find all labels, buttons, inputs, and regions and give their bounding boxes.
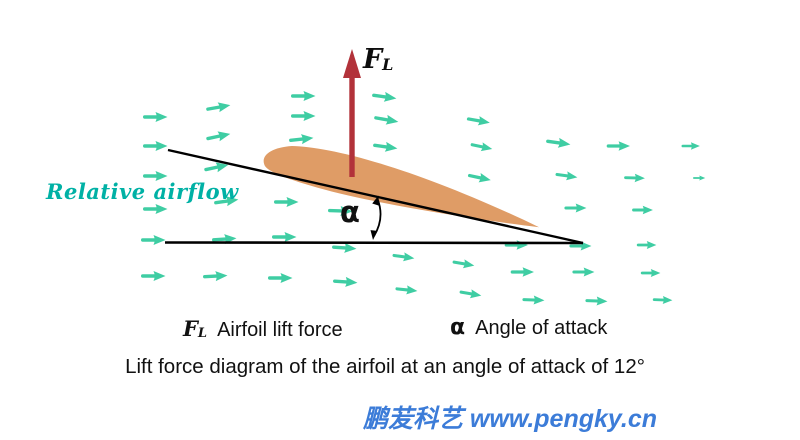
airflow-arrow-icon <box>632 205 653 215</box>
airflow-arrow-icon <box>545 136 572 150</box>
airflow-arrow-icon <box>371 90 398 104</box>
airflow-arrow-icon <box>469 139 494 154</box>
airflow-arrow-icon <box>652 295 673 305</box>
legend-lift-force: FL Airfoil lift force <box>183 316 343 342</box>
airflow-arrow-icon <box>291 91 316 101</box>
lift-force-arrow <box>343 49 361 177</box>
airflow-arrow-icon <box>606 141 630 151</box>
lift-force-symbol-label: FL <box>363 44 394 75</box>
angle-arc <box>370 195 382 240</box>
diagram-caption: Lift force diagram of the airfoil at an … <box>125 355 645 378</box>
airflow-arrow-icon <box>572 267 595 277</box>
airflow-arrow-icon <box>466 114 491 128</box>
airflow-arrow-icon <box>141 271 166 281</box>
airflow-arrow-icon <box>564 203 587 213</box>
airflow-arrow-icon <box>274 197 299 207</box>
airflow-arrow-icon <box>272 232 297 242</box>
airflow-arrow-icon <box>391 250 415 263</box>
airflow-arrow-icon <box>585 296 608 306</box>
legend-alpha-text: Angle of attack <box>475 317 608 339</box>
airflow-arrow-icon <box>554 169 578 182</box>
legend-lift-text: Airfoil lift force <box>217 319 343 341</box>
airflow-arrow-icon <box>458 287 483 301</box>
legend-lift-symbol: FL <box>183 316 208 341</box>
airflow-arrow-icon <box>372 140 399 154</box>
airflow-arrow-icon <box>143 141 168 151</box>
airfoil-shape <box>263 145 540 228</box>
legend-angle-of-attack: α Angle of attack <box>450 315 607 340</box>
airflow-arrow-icon <box>288 132 314 146</box>
airflow-arrow-icon <box>143 204 168 214</box>
airflow-arrow-icon <box>636 241 657 249</box>
airflow-arrow-icon <box>467 170 492 185</box>
airflow-arrow-icon <box>510 267 534 277</box>
airflow-arrow-icon <box>373 112 400 127</box>
airflow-arrow-icon <box>681 142 700 150</box>
airflow-arrow-icon <box>451 257 476 271</box>
airflow-arrow-icon <box>205 128 232 144</box>
reference-baseline <box>164 241 584 245</box>
airflow-arrow-icon <box>693 175 706 181</box>
airflow-arrow-icon <box>141 235 166 245</box>
chord-line <box>167 148 584 245</box>
airflow-arrow-icon <box>291 111 316 121</box>
airflow-arrow-icon <box>640 269 661 277</box>
airflow-arrow-icon <box>623 173 646 183</box>
relative-airflow-label: Relative airflow <box>46 179 239 204</box>
legend-alpha-symbol: α <box>450 315 466 340</box>
airflow-arrow-icon <box>202 270 228 282</box>
airflow-arrow-icon <box>522 295 545 305</box>
angle-of-attack-symbol-label: α <box>340 195 360 229</box>
site-watermark: 鹏苃科艺 www.pengky.cn <box>362 405 658 433</box>
airflow-arrow-icon <box>332 276 358 288</box>
airflow-arrow-icon <box>205 100 232 115</box>
airflow-arrow-icon <box>394 284 418 296</box>
airflow-arrow-icon <box>268 273 293 283</box>
airflow-arrow-icon <box>143 112 168 122</box>
